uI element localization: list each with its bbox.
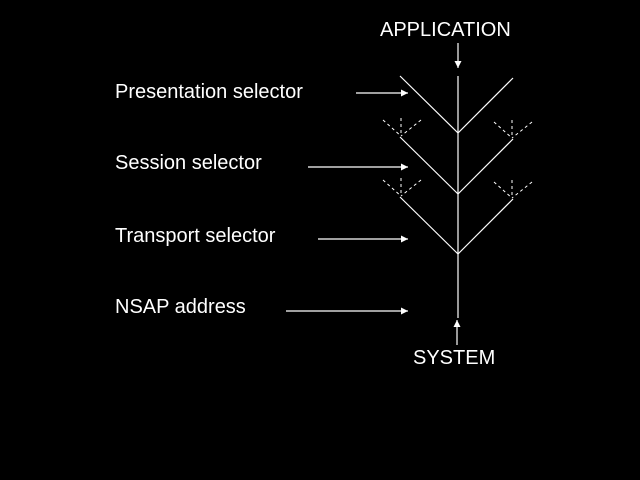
transport-selector-label: Transport selector — [115, 225, 276, 247]
transport-branch-left — [399, 196, 459, 255]
application-label: APPLICATION — [380, 19, 511, 41]
presentation-branch-right — [457, 77, 514, 134]
dashed-subtree-lower-left — [382, 178, 422, 197]
session-branch-left — [399, 136, 459, 195]
dashed-subtree-upper-left — [382, 118, 422, 137]
presentation-selector-label: Presentation selector — [115, 81, 303, 103]
dashed-subtree-lower-right — [493, 180, 533, 199]
dashed-subtree-upper-right — [493, 120, 533, 139]
session-branch-right — [457, 138, 514, 195]
presentation-branch-left — [399, 75, 459, 134]
transport-branch-right — [457, 198, 514, 255]
session-selector-label: Session selector — [115, 152, 262, 174]
system-label: SYSTEM — [413, 347, 496, 369]
nsap-address-label: NSAP address — [115, 296, 246, 318]
